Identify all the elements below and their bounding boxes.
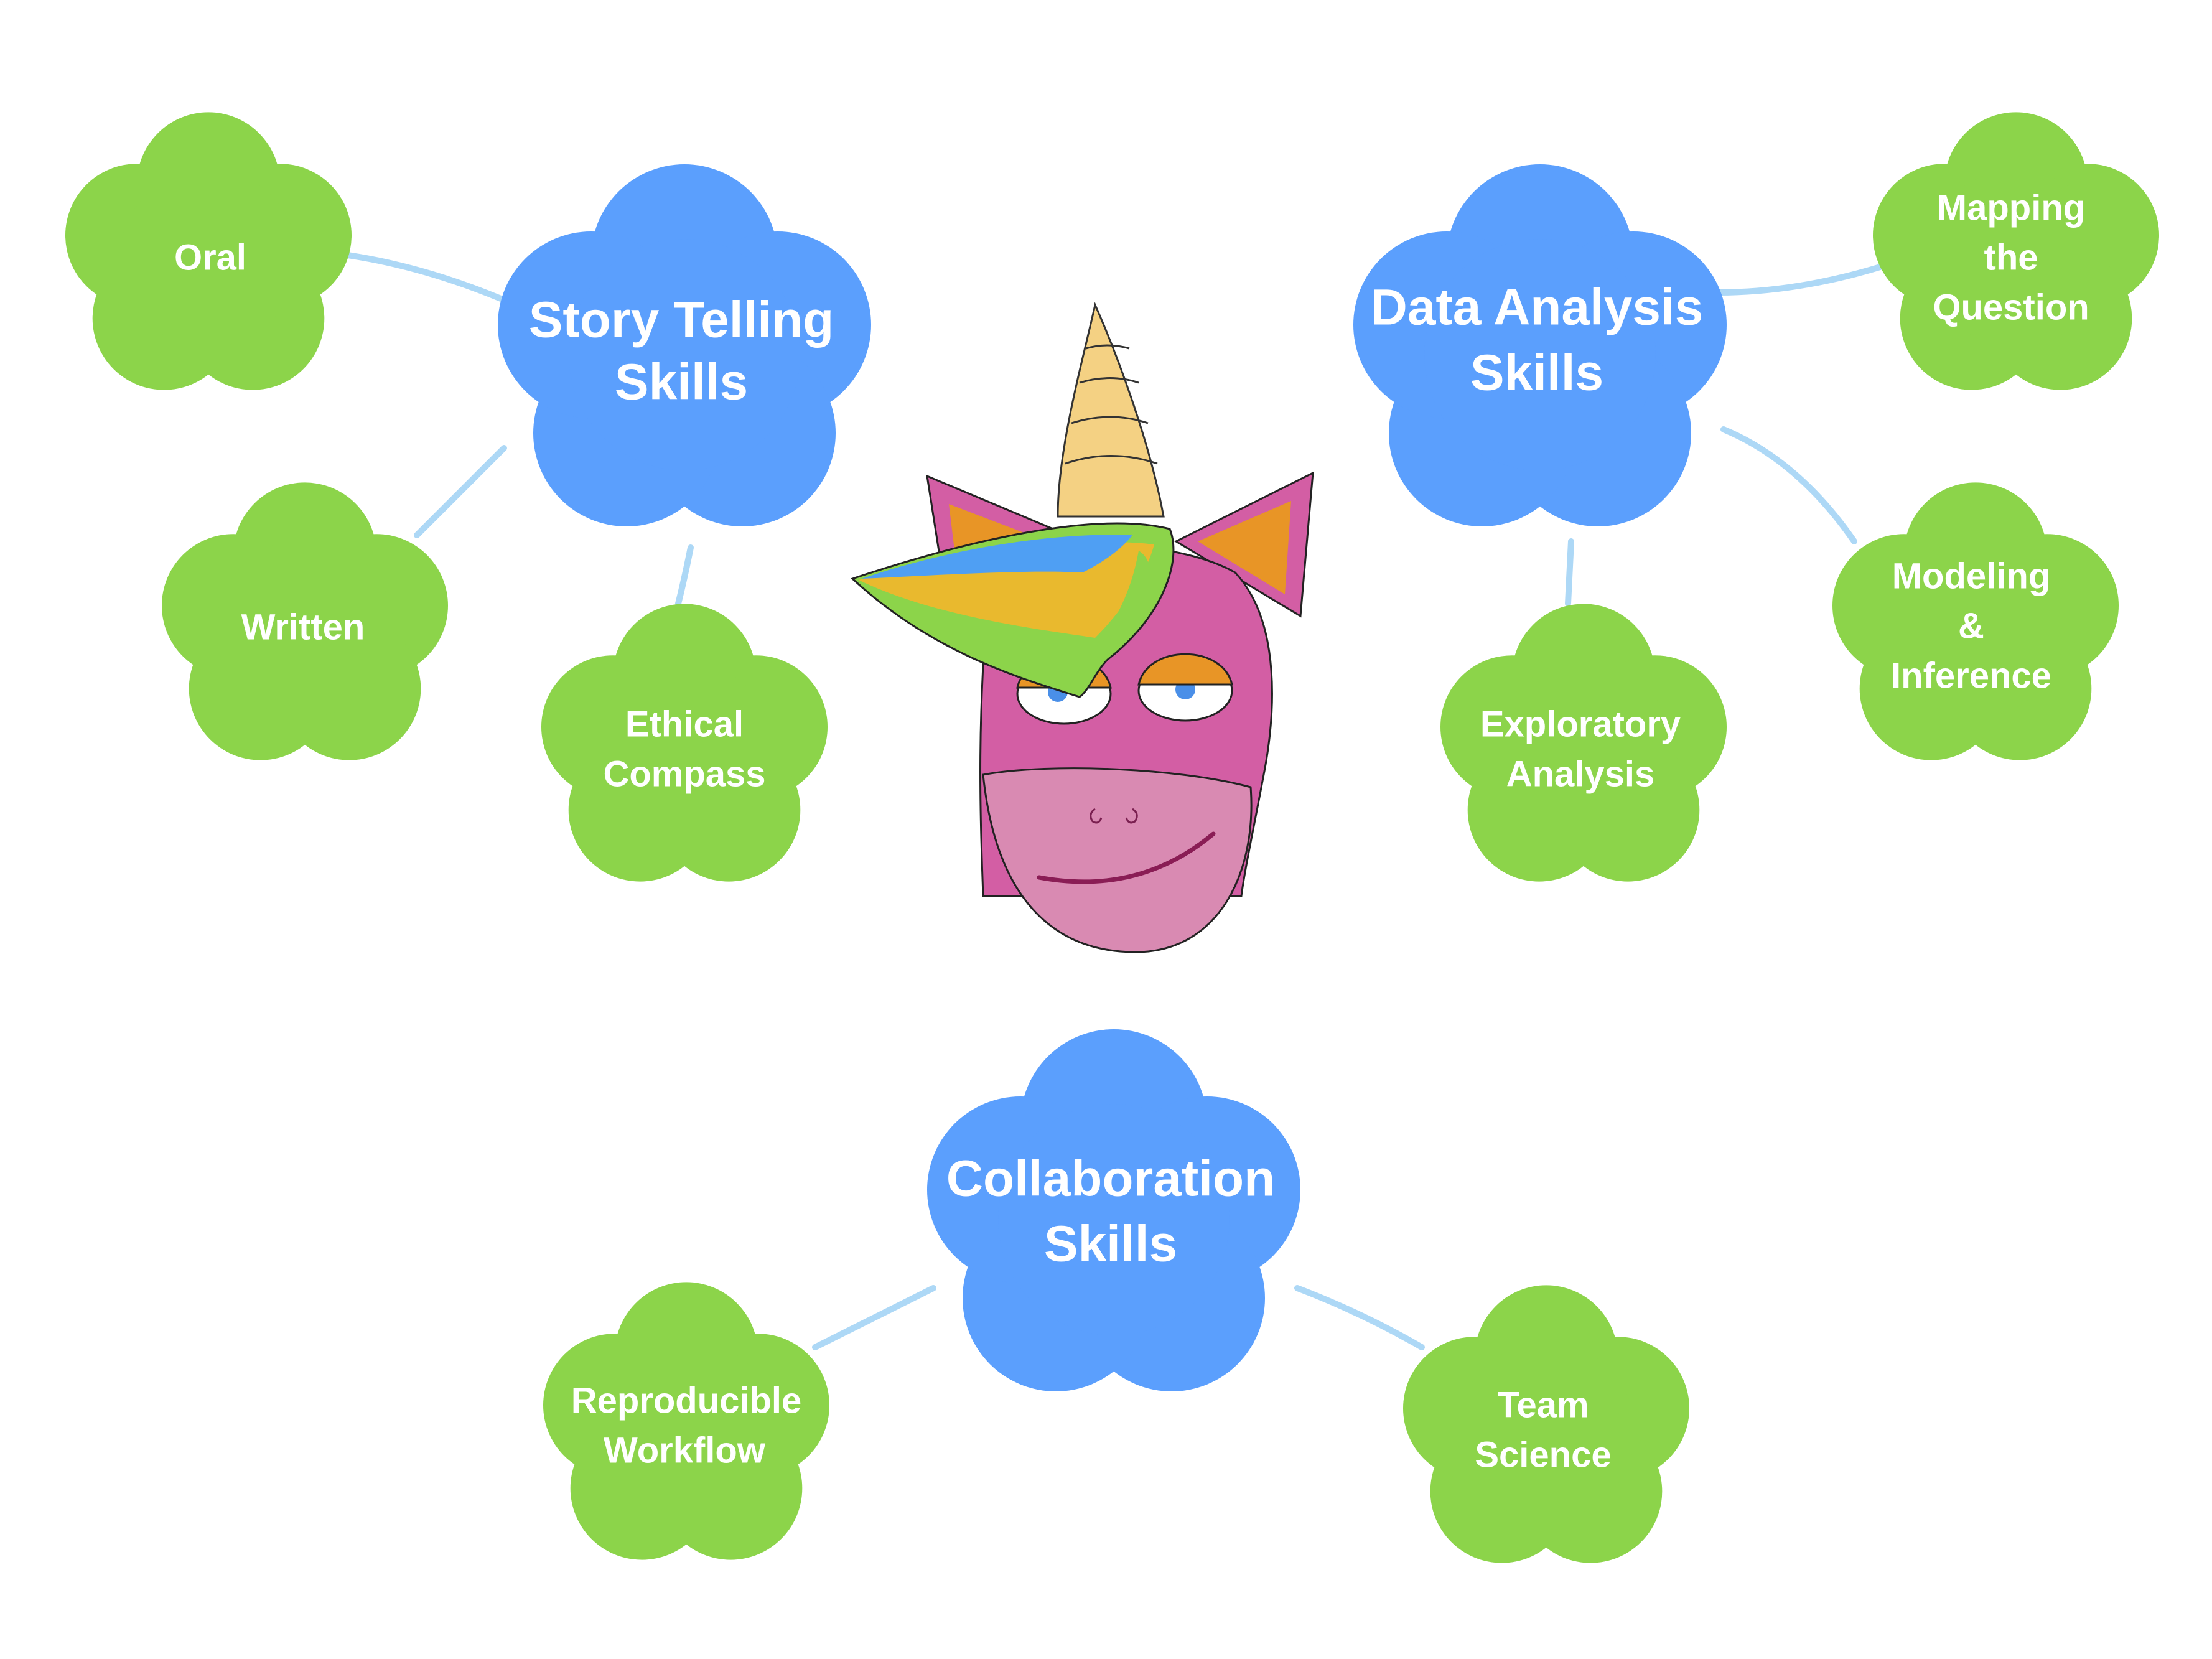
modeling-inference-node: Modeling & Inference [1832,482,2119,760]
ethical-compass-line2: Compass [603,754,765,794]
team-science-node: Team Science [1403,1285,1689,1563]
connector-story-written [414,445,507,538]
story-telling-skills-node: Story Telling Skills [498,164,871,526]
mapping-line3: Question [1933,287,2089,327]
connector-story-oral [320,249,504,302]
data-analysis-line1: Data Analysis [1371,279,1704,336]
story-telling-line2: Skills [615,354,748,411]
oral-label: Oral [174,237,246,278]
exploratory-line1: Exploratory [1480,704,1681,744]
team-science-line1: Team [1497,1385,1589,1425]
unicorn-horn [1057,302,1165,518]
data-analysis-skills-node: Data Analysis Skills [1353,164,1727,526]
modeling-line2: & [1958,605,1984,646]
unicorn-right-inner-ear [1198,501,1291,594]
ethical-compass-node: Ethical Compass [541,604,828,882]
connector-data-modeling [1720,426,1857,544]
collaboration-skills-node: Collaboration Skills [927,1029,1300,1391]
modeling-line1: Modeling [1892,556,2051,596]
connector-data-exploratory [1565,538,1574,607]
written-label: Written [241,607,365,647]
mapping-line2: the [1984,237,2038,278]
unicorn-nostrils [1090,808,1138,824]
exploratory-analysis-node: Exploratory Analysis [1440,604,1727,882]
collaboration-line1: Collaboration [946,1151,1275,1207]
reproducible-line2: Workflow [604,1430,766,1470]
connector-data-mapping [1714,258,1901,296]
team-science-line2: Science [1475,1434,1611,1475]
mapping-the-question-node: Mapping the Question [1873,112,2159,390]
story-telling-line1: Story Telling [529,292,834,348]
written-node: Written [162,482,448,760]
connector-story-ethical [675,544,694,607]
collaboration-line2: Skills [1044,1216,1177,1273]
mapping-line1: Mapping [1937,187,2085,228]
modeling-line3: Inference [1891,655,2051,696]
unicorn-muzzle [982,767,1253,953]
reproducible-line1: Reproducible [571,1380,802,1421]
data-analysis-line2: Skills [1470,345,1603,401]
reproducible-workflow-node: Reproducible Workflow [543,1282,829,1560]
connector-collab-team [1294,1285,1425,1350]
unicorn-smile [1037,831,1216,884]
exploratory-line2: Analysis [1506,754,1655,794]
connector-collab-reproducible [812,1285,936,1350]
ethical-compass-line1: Ethical [625,704,744,744]
oral-node: Oral [65,112,352,390]
unicorn-head-icon [851,302,1314,953]
